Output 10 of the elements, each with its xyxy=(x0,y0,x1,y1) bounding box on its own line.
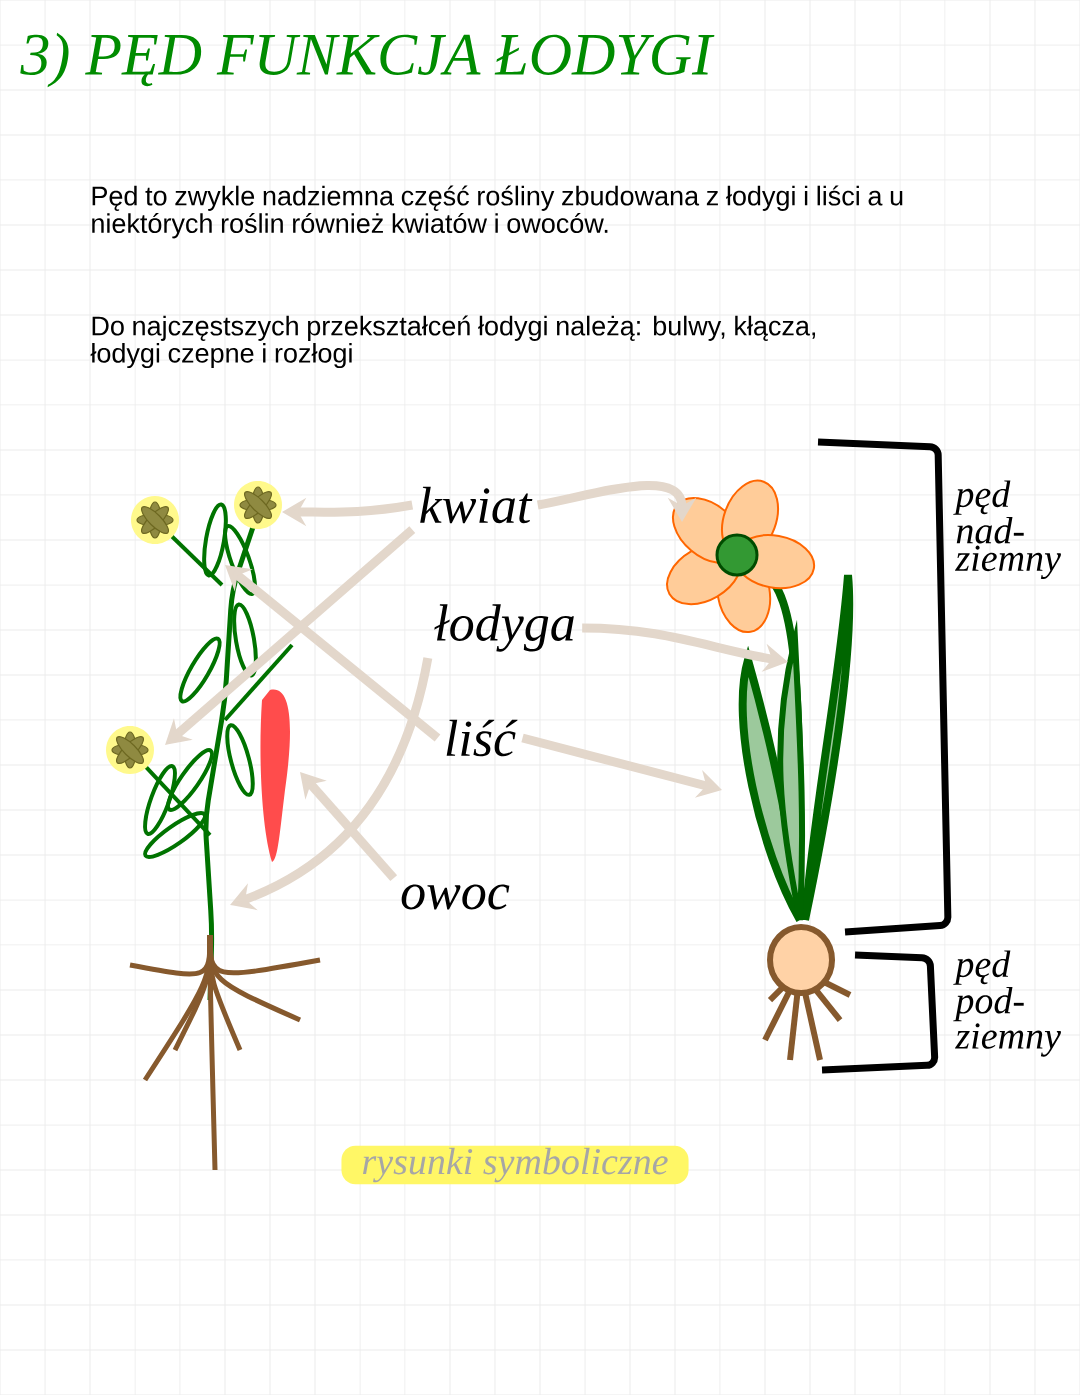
highlighted-note: rysunki symboliczne xyxy=(341,1145,689,1185)
bracket-label: pęd pod- ziemny xyxy=(953,950,1061,1057)
part-label: łodyga xyxy=(434,604,574,652)
part-label: kwiat xyxy=(420,486,533,524)
text-paragraph: Pęd to zwykle nadziemna część rośliny zbudowana z łodygi i liści a u niektórych roślin również kwiatów i owoców. xyxy=(92,185,903,239)
text-paragraph: Do najczęstszych przekształceń łodygi należą: bulwy, kłącza, łodygi czepne i rozłogi xyxy=(90,315,815,369)
bracket-label: pęd nad- ziemny xyxy=(953,480,1061,579)
part-label: owoc xyxy=(401,884,510,910)
title: 3) PĘD FUNKCJA ŁODYGI xyxy=(20,32,715,88)
part-label: liść xyxy=(446,719,518,757)
